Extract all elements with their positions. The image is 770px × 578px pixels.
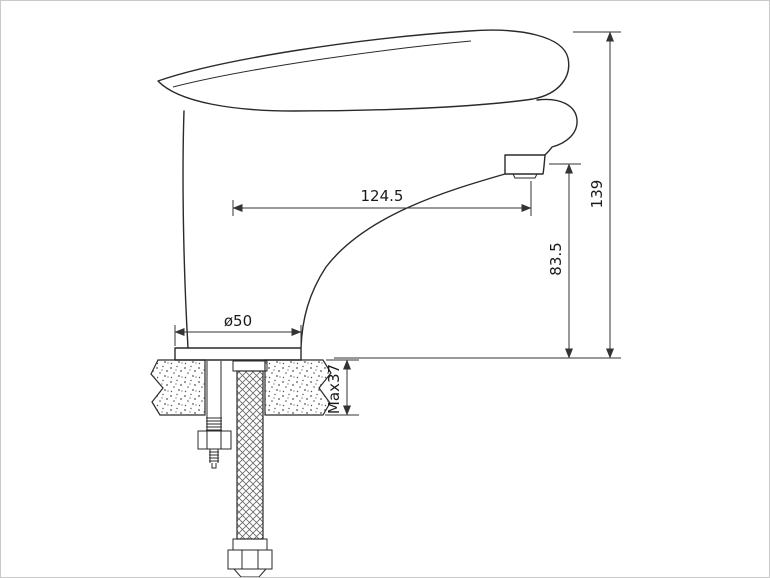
dim-label-total-height: 139 — [588, 180, 606, 209]
body-right-corner — [536, 98, 578, 156]
aerator-lip — [512, 173, 538, 179]
stud-lower — [209, 449, 219, 463]
dim-spout-height: 83.5 — [547, 163, 581, 359]
dim-label-spout-reach: 124.5 — [361, 187, 404, 205]
hose-top-collar — [232, 360, 268, 372]
threaded-stud — [197, 361, 232, 469]
hose-nut-facets — [241, 550, 259, 569]
dim-label-base-diameter: ø50 — [224, 312, 252, 330]
faucet-handle — [157, 29, 570, 112]
supply-hose — [227, 360, 273, 577]
dim-total-height: 139 — [334, 31, 621, 359]
dim-label-max-thickness: Max37 — [325, 364, 343, 414]
hose-crimp-collar — [232, 538, 268, 551]
stud-sides — [206, 361, 222, 431]
deck-block-right — [264, 359, 332, 416]
nut-facets — [206, 431, 222, 449]
hose-nut — [227, 549, 273, 570]
countertop-section — [150, 359, 332, 416]
dim-spout-reach: 124.5 — [232, 181, 532, 216]
spout-underside-curve — [300, 173, 506, 349]
deck-block-left — [150, 359, 206, 416]
hose-braid — [236, 370, 264, 540]
hose-end-taper — [232, 568, 268, 577]
dim-base-diameter: ø50 — [174, 312, 302, 346]
dim-label-spout-height: 83.5 — [547, 242, 565, 275]
faucet-body — [182, 98, 578, 349]
stud-threads — [206, 417, 222, 431]
base-flange — [174, 347, 302, 361]
flange-plate — [174, 347, 302, 361]
dim-max-thickness: Max37 — [325, 359, 359, 416]
handle-outline — [157, 29, 570, 112]
body-left-edge — [182, 110, 189, 349]
handle-accent-line — [172, 40, 472, 88]
mounting-nut — [197, 430, 232, 450]
stud-tip — [211, 463, 217, 469]
spout-aerator — [504, 154, 546, 175]
